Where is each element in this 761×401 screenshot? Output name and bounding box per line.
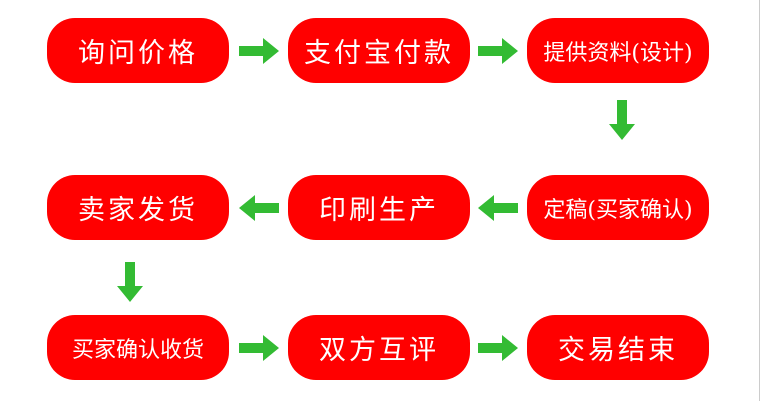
step-buyer-confirms-receipt: 买家确认收货 <box>47 315 229 380</box>
arrow-down-icon <box>117 262 143 302</box>
page-border <box>759 0 760 401</box>
arrow-down-icon <box>609 100 635 140</box>
step-seller-ships: 卖家发货 <box>47 175 229 240</box>
step-transaction-complete: 交易结束 <box>527 315 709 380</box>
step-ask-price: 询问价格 <box>47 18 229 83</box>
step-print-production: 印刷生产 <box>288 175 470 240</box>
arrow-left-icon <box>239 195 279 221</box>
step-finalize-draft: 定稿(买家确认) <box>527 175 709 240</box>
arrow-left-icon <box>478 195 518 221</box>
step-provide-materials: 提供资料(设计) <box>527 18 709 83</box>
step-alipay-payment: 支付宝付款 <box>288 18 470 83</box>
arrow-right-icon <box>478 335 518 361</box>
arrow-right-icon <box>478 38 518 64</box>
arrow-right-icon <box>239 38 279 64</box>
step-mutual-review: 双方互评 <box>288 315 470 380</box>
arrow-right-icon <box>239 335 279 361</box>
